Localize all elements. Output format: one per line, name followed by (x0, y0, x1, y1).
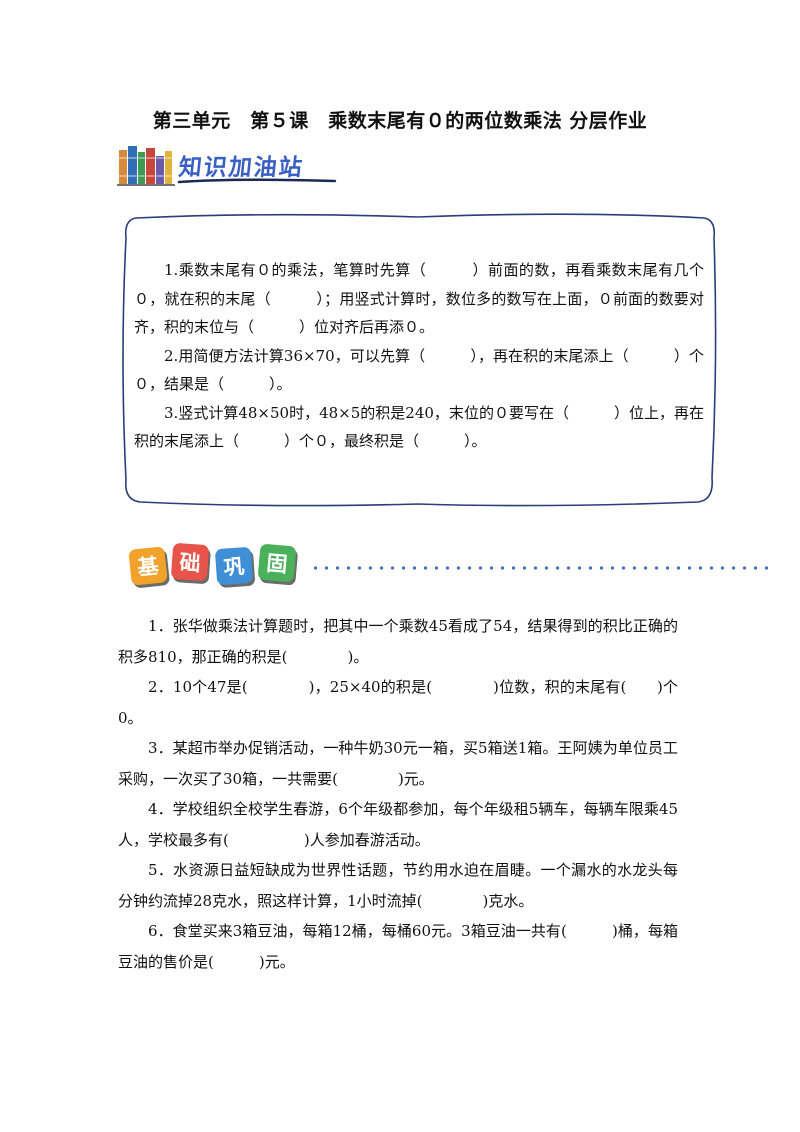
heading-tile: 固 (257, 543, 297, 583)
basic-section-header: 基 础 巩 固 (128, 538, 770, 594)
heading-underline (177, 178, 337, 184)
exercise-list: 1．张华做乘法计算题时，把其中一个乘数45看成了54，结果得到的积比正确的积多8… (118, 611, 678, 977)
question-item: 5．水资源日益短缺成为世界性话题，节约用水迫在眉睫。一个漏水的水龙头每分钟约流掉… (118, 861, 678, 910)
knowledge-item: 3.竖式计算48×50时，48×5的积是240，末位的０要写在（ ）位上，再在积… (134, 403, 704, 451)
question-item: 2．10个47是( )，25×40的积是( )位数，积的末尾有( )个0。 (118, 678, 678, 727)
question-item: 3．某超市举办促销活动，一种牛奶30元一箱，买5箱送1箱。王阿姨为单位员工采购，… (118, 739, 678, 788)
page-title: 第三单元 第５课 乘数末尾有０的两位数乘法 分层作业 (152, 110, 648, 132)
heading-tile: 基 (128, 546, 168, 586)
knowledge-box: 1.乘数末尾有０的乘法，笔算时先算（ ）前面的数，再看乘数末尾有几个０，就在积的… (118, 208, 722, 510)
dotted-divider (310, 566, 770, 570)
knowledge-section-header: 知识加油站 (117, 142, 347, 190)
books-icon (117, 146, 175, 186)
heading-tile: 巩 (214, 546, 254, 586)
heading-tile: 础 (170, 542, 210, 582)
scroll-frame (122, 213, 717, 507)
knowledge-item: 1.乘数末尾有０的乘法，笔算时先算（ ）前面的数，再看乘数末尾有几个０，就在积的… (134, 261, 704, 336)
question-item: 6．食堂买来3箱豆油，每箱12桶，每桶60元。3箱豆油一共有( )桶，每箱豆油的… (118, 922, 678, 971)
knowledge-item: 2.用简便方法计算36×70，可以先算（ ），再在积的末尾添上（ ）个０，结果是… (134, 346, 704, 394)
knowledge-text: 1.乘数末尾有０的乘法，笔算时先算（ ）前面的数，再看乘数末尾有几个０，就在积的… (134, 256, 704, 456)
question-item: 4．学校组织全校学生春游，6个年级都参加，每个年级租5辆车，每辆车限乘45人，学… (118, 800, 678, 849)
question-item: 1．张华做乘法计算题时，把其中一个乘数45看成了54，结果得到的积比正确的积多8… (118, 617, 678, 666)
